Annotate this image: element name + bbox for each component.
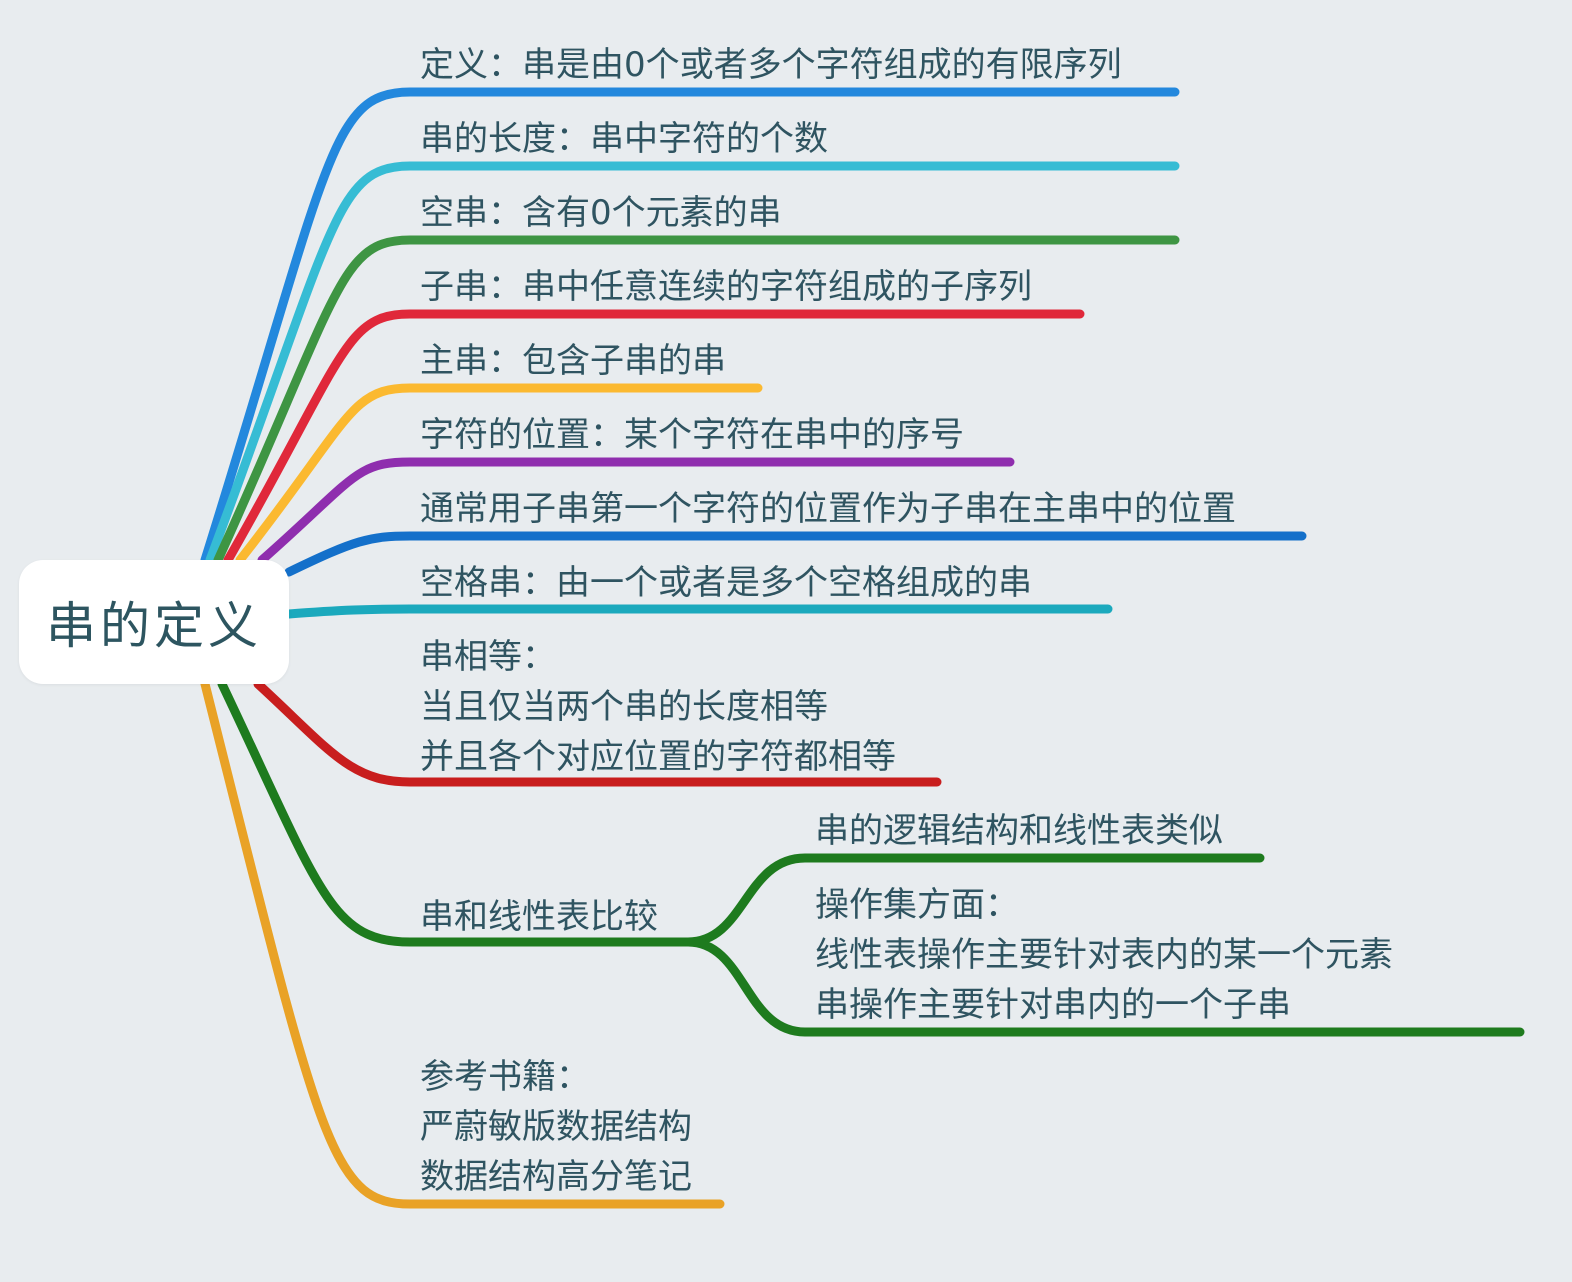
topic-char-position-text: 字符的位置：某个字符在串中的序号 xyxy=(420,415,964,455)
topic-empty-string[interactable]: 空串：含有0个元素的串 xyxy=(420,188,782,238)
topic-references-line-3: 数据结构高分笔记 xyxy=(420,1157,692,1197)
connector-compare-ops xyxy=(683,937,1525,1037)
connector-definition xyxy=(200,87,1180,565)
connector-sub-pos xyxy=(284,531,1307,577)
topic-blank-string[interactable]: 空格串：由一个或者是多个空格组成的串 xyxy=(420,558,1032,608)
topic-string-equality-line-1: 串相等： xyxy=(420,637,556,677)
subtopic-logical-structure[interactable]: 串的逻辑结构和线性表类似 xyxy=(815,806,1223,856)
subtopic-logical-structure-text: 串的逻辑结构和线性表类似 xyxy=(815,811,1223,851)
connector-blank xyxy=(284,604,1113,619)
connector-refs xyxy=(200,679,725,1209)
topic-string-equality-line-3: 并且各个对应位置的字符都相等 xyxy=(420,737,896,777)
connector-substring xyxy=(223,309,1085,565)
connector-compare xyxy=(217,679,693,947)
subtopic-operation-set[interactable]: 操作集方面： 线性表操作主要针对表内的某一个元素 串操作主要针对串内的一个子串 xyxy=(815,880,1393,1030)
topic-string-vs-list[interactable]: 串和线性表比较 xyxy=(420,892,658,942)
topic-main-string[interactable]: 主串：包含子串的串 xyxy=(420,336,726,386)
topic-substring[interactable]: 子串：串中任意连续的字符组成的子序列 xyxy=(420,262,1032,312)
subtopic-operation-set-line-1: 操作集方面： xyxy=(815,885,1019,925)
topic-definition-text: 定义：串是由0个或者多个字符组成的有限序列 xyxy=(420,45,1122,85)
topic-substring-position[interactable]: 通常用子串第一个字符的位置作为子串在主串中的位置 xyxy=(420,484,1236,534)
subtopic-operation-set-line-3: 串操作主要针对串内的一个子串 xyxy=(815,985,1291,1025)
connector-length xyxy=(205,161,1180,565)
connector-empty xyxy=(213,235,1180,565)
topic-empty-string-text: 空串：含有0个元素的串 xyxy=(420,193,782,233)
subtopic-operation-set-line-2: 线性表操作主要针对表内的某一个元素 xyxy=(815,935,1393,975)
topic-char-position[interactable]: 字符的位置：某个字符在串中的序号 xyxy=(420,410,964,460)
connector-char-pos xyxy=(257,457,1015,565)
topic-string-equality-line-2: 当且仅当两个串的长度相等 xyxy=(420,687,828,727)
root-topic-label: 串的定义 xyxy=(46,597,262,655)
topic-substring-text: 子串：串中任意连续的字符组成的子序列 xyxy=(420,267,1032,307)
topic-length-text: 串的长度：串中字符的个数 xyxy=(420,119,828,159)
topic-length[interactable]: 串的长度：串中字符的个数 xyxy=(420,114,828,164)
topic-definition[interactable]: 定义：串是由0个或者多个字符组成的有限序列 xyxy=(420,40,1122,90)
topic-substring-position-text: 通常用子串第一个字符的位置作为子串在主串中的位置 xyxy=(420,489,1236,529)
topic-blank-string-text: 空格串：由一个或者是多个空格组成的串 xyxy=(420,563,1032,603)
connector-equal xyxy=(253,679,942,787)
topic-references-line-1: 参考书籍： xyxy=(420,1057,590,1097)
topic-references[interactable]: 参考书籍： 严蔚敏版数据结构 数据结构高分笔记 xyxy=(420,1052,692,1202)
topic-main-string-text: 主串：包含子串的串 xyxy=(420,341,726,381)
topic-string-equality[interactable]: 串相等： 当且仅当两个串的长度相等 并且各个对应位置的字符都相等 xyxy=(420,632,896,782)
topic-references-line-2: 严蔚敏版数据结构 xyxy=(420,1107,692,1147)
connector-compare-logic xyxy=(683,853,1265,947)
root-topic[interactable]: 串的定义 xyxy=(19,560,289,684)
topic-string-vs-list-text: 串和线性表比较 xyxy=(420,897,658,937)
connector-main-string xyxy=(235,383,763,565)
